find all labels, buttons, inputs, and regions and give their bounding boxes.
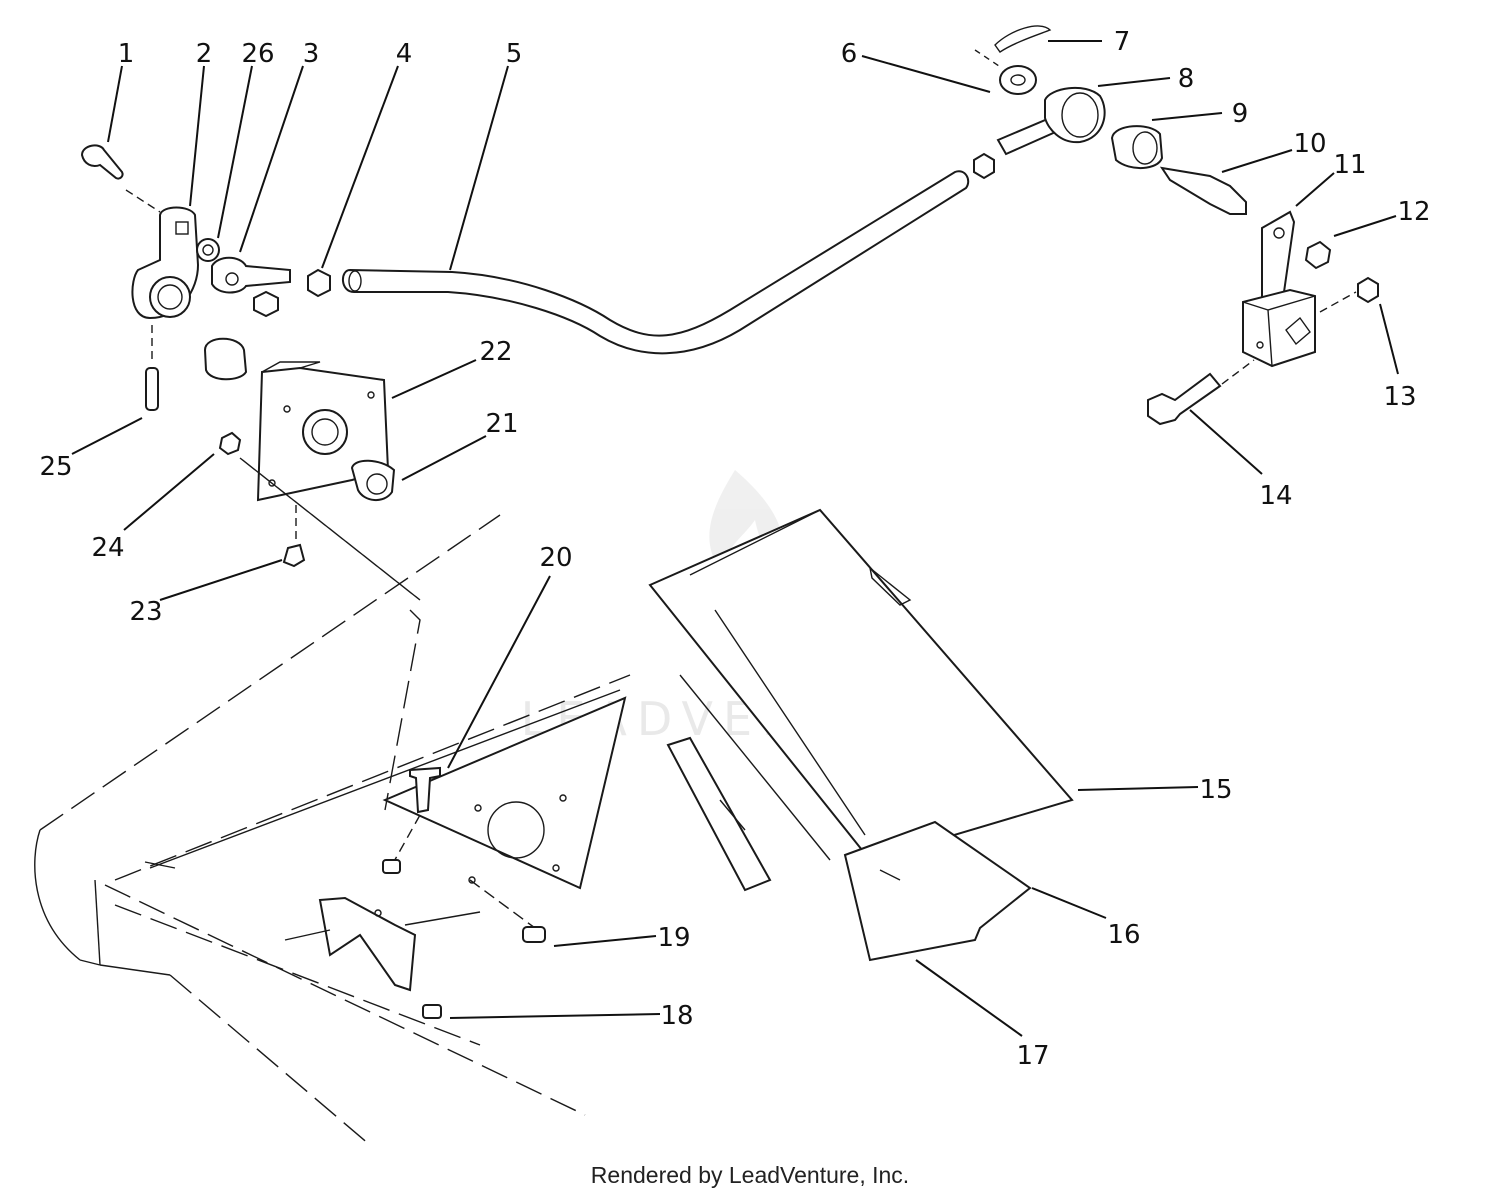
leader-16 [1031, 887, 1107, 919]
callout-6: 6 [841, 39, 858, 69]
footer-credit: Rendered by LeadVenture, Inc. [590, 1162, 910, 1188]
leader-12 [1333, 215, 1397, 237]
callout-15: 15 [1199, 775, 1232, 805]
callout-23: 23 [129, 597, 162, 627]
frame-outline [34, 514, 631, 1146]
screw-23 [282, 543, 306, 568]
leader-15 [1077, 786, 1199, 791]
callout-10: 10 [1293, 129, 1326, 159]
callout-3: 3 [303, 39, 320, 69]
washer-6 [999, 65, 1037, 95]
leader-20 [447, 575, 551, 769]
leader-18 [449, 1013, 661, 1019]
callout-20: 20 [539, 543, 572, 573]
nut-13 [1357, 276, 1379, 304]
leader-6 [861, 55, 991, 93]
cotter-pin-7 [994, 25, 1052, 53]
bolt-19 [522, 926, 546, 943]
callout-26: 26 [241, 39, 274, 69]
clamp-block [1242, 288, 1316, 368]
bushing-upper [203, 337, 248, 381]
support-bracket [284, 766, 546, 1019]
leader-17 [915, 959, 1023, 1037]
callout-18: 18 [660, 1001, 693, 1031]
pedal-assembly [648, 508, 1074, 962]
leader-14 [1189, 409, 1263, 475]
leader-11 [1295, 172, 1335, 207]
callout-12: 12 [1397, 197, 1430, 227]
nut-24 [218, 431, 242, 456]
callout-4: 4 [396, 39, 413, 69]
spacer-9 [1110, 125, 1164, 169]
nut-right [973, 152, 995, 180]
callout-14: 14 [1259, 481, 1292, 511]
leader-23 [159, 559, 283, 601]
callout-22: 22 [479, 337, 512, 367]
rod-end-8 [1044, 86, 1106, 144]
bolt-1 [80, 144, 124, 180]
nut-4 [307, 268, 331, 298]
nut-18 [422, 1004, 442, 1019]
leader-22 [391, 359, 477, 399]
leader-2 [189, 65, 205, 207]
leader-19 [553, 935, 657, 947]
callout-labels: 1 2 26 3 4 5 6 7 8 9 10 11 12 13 14 15 1… [39, 27, 1430, 1071]
leader-5 [449, 65, 509, 271]
callout-5: 5 [506, 39, 523, 69]
leader-lines [71, 40, 1399, 1037]
leader-24 [123, 453, 215, 531]
leader-21 [401, 435, 487, 481]
callout-1: 1 [118, 39, 135, 69]
control-rod-5 [342, 170, 970, 355]
callout-25: 25 [39, 452, 72, 482]
callout-2: 2 [196, 39, 213, 69]
callout-8: 8 [1178, 64, 1195, 94]
bushing-21 [350, 459, 396, 501]
leader-9 [1151, 112, 1223, 121]
callout-21: 21 [485, 409, 518, 439]
callout-13: 13 [1383, 382, 1416, 412]
leader-1 [107, 65, 123, 143]
leader-8 [1097, 77, 1171, 87]
callout-9: 9 [1232, 99, 1249, 129]
callout-16: 16 [1107, 920, 1140, 950]
mounting-plate [382, 696, 627, 929]
nut-3 [253, 290, 279, 318]
leader-4 [321, 65, 399, 269]
bellcrank-assembly [80, 144, 421, 601]
bolt-14 [1147, 372, 1222, 426]
bolt-20 [409, 766, 441, 814]
washer-26 [196, 238, 220, 262]
nut-20 [382, 859, 401, 874]
callout-19: 19 [657, 923, 690, 953]
bolt-10 [1159, 166, 1247, 215]
leader-13 [1379, 303, 1399, 375]
right-linkage [973, 25, 1379, 426]
leader-10 [1221, 149, 1293, 173]
callout-24: 24 [91, 533, 124, 563]
leader-25 [71, 417, 143, 455]
callout-17: 17 [1016, 1041, 1049, 1071]
callout-7: 7 [1114, 27, 1131, 57]
pin-25 [145, 367, 159, 411]
leader-26 [217, 65, 253, 239]
leader-3 [239, 65, 304, 253]
rod-end-3 [211, 256, 291, 294]
callout-11: 11 [1333, 150, 1366, 180]
nut-12 [1304, 240, 1332, 270]
